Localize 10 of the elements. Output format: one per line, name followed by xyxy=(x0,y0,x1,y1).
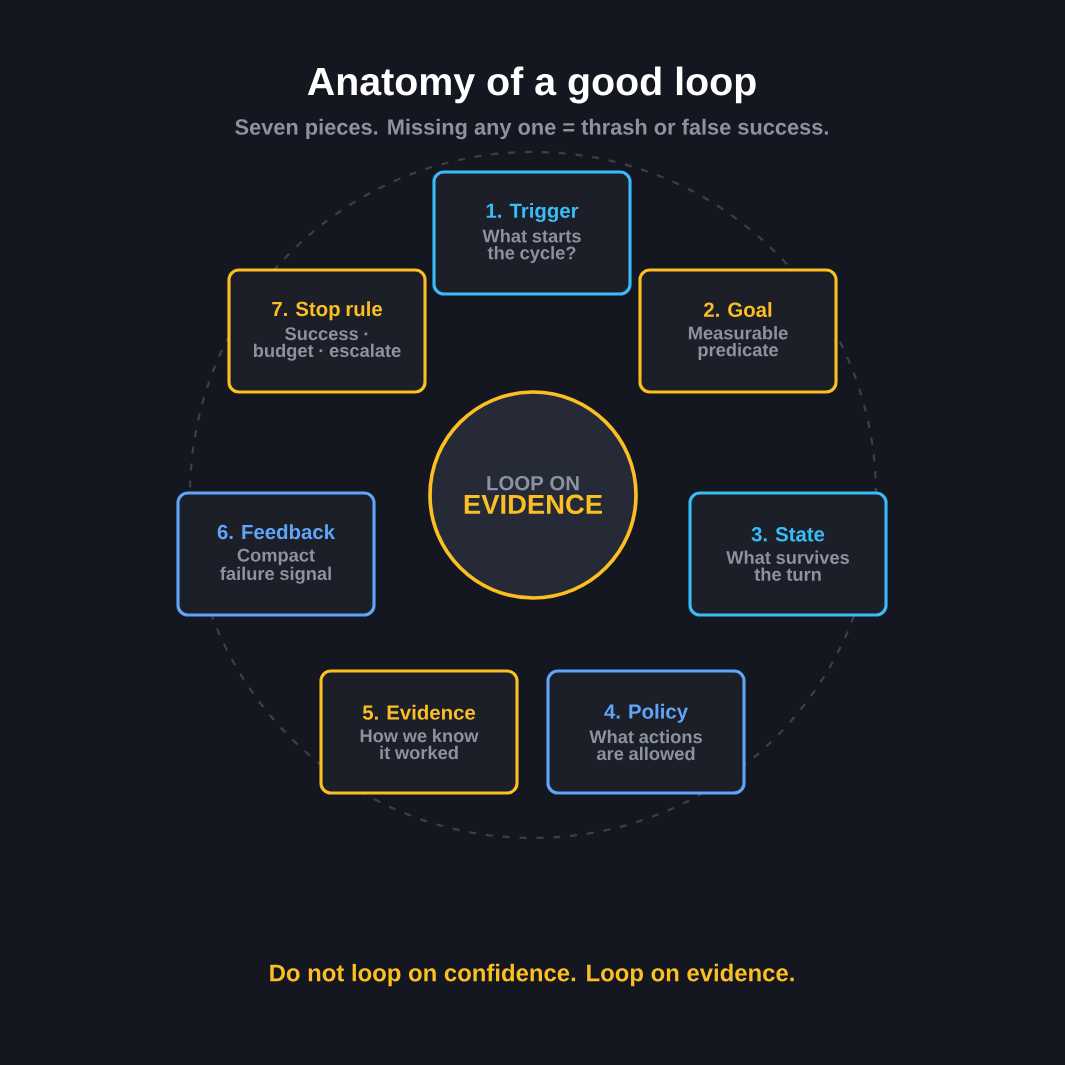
title: Anatomy of a good loop xyxy=(307,66,756,104)
step-box: 7. Stop rule Success · budget · escalate xyxy=(227,268,427,394)
step-box: 4. Policy What actions are allowed xyxy=(546,669,746,795)
step-box: 2. Goal Measurable predicate xyxy=(638,268,838,394)
step-box: 1. Trigger What starts the cycle? xyxy=(432,170,632,296)
step-box: 3. State What survives the turn xyxy=(688,491,888,617)
step-box: 6. Feedback Compact failure signal xyxy=(176,491,376,617)
subtitle: Seven pieces. Missing any one = thrash or false success. xyxy=(235,118,828,140)
caption: Do not loop on confidence. Loop on evidence. xyxy=(270,963,794,987)
step-box: 5. Evidence How we know it worked xyxy=(319,669,519,795)
